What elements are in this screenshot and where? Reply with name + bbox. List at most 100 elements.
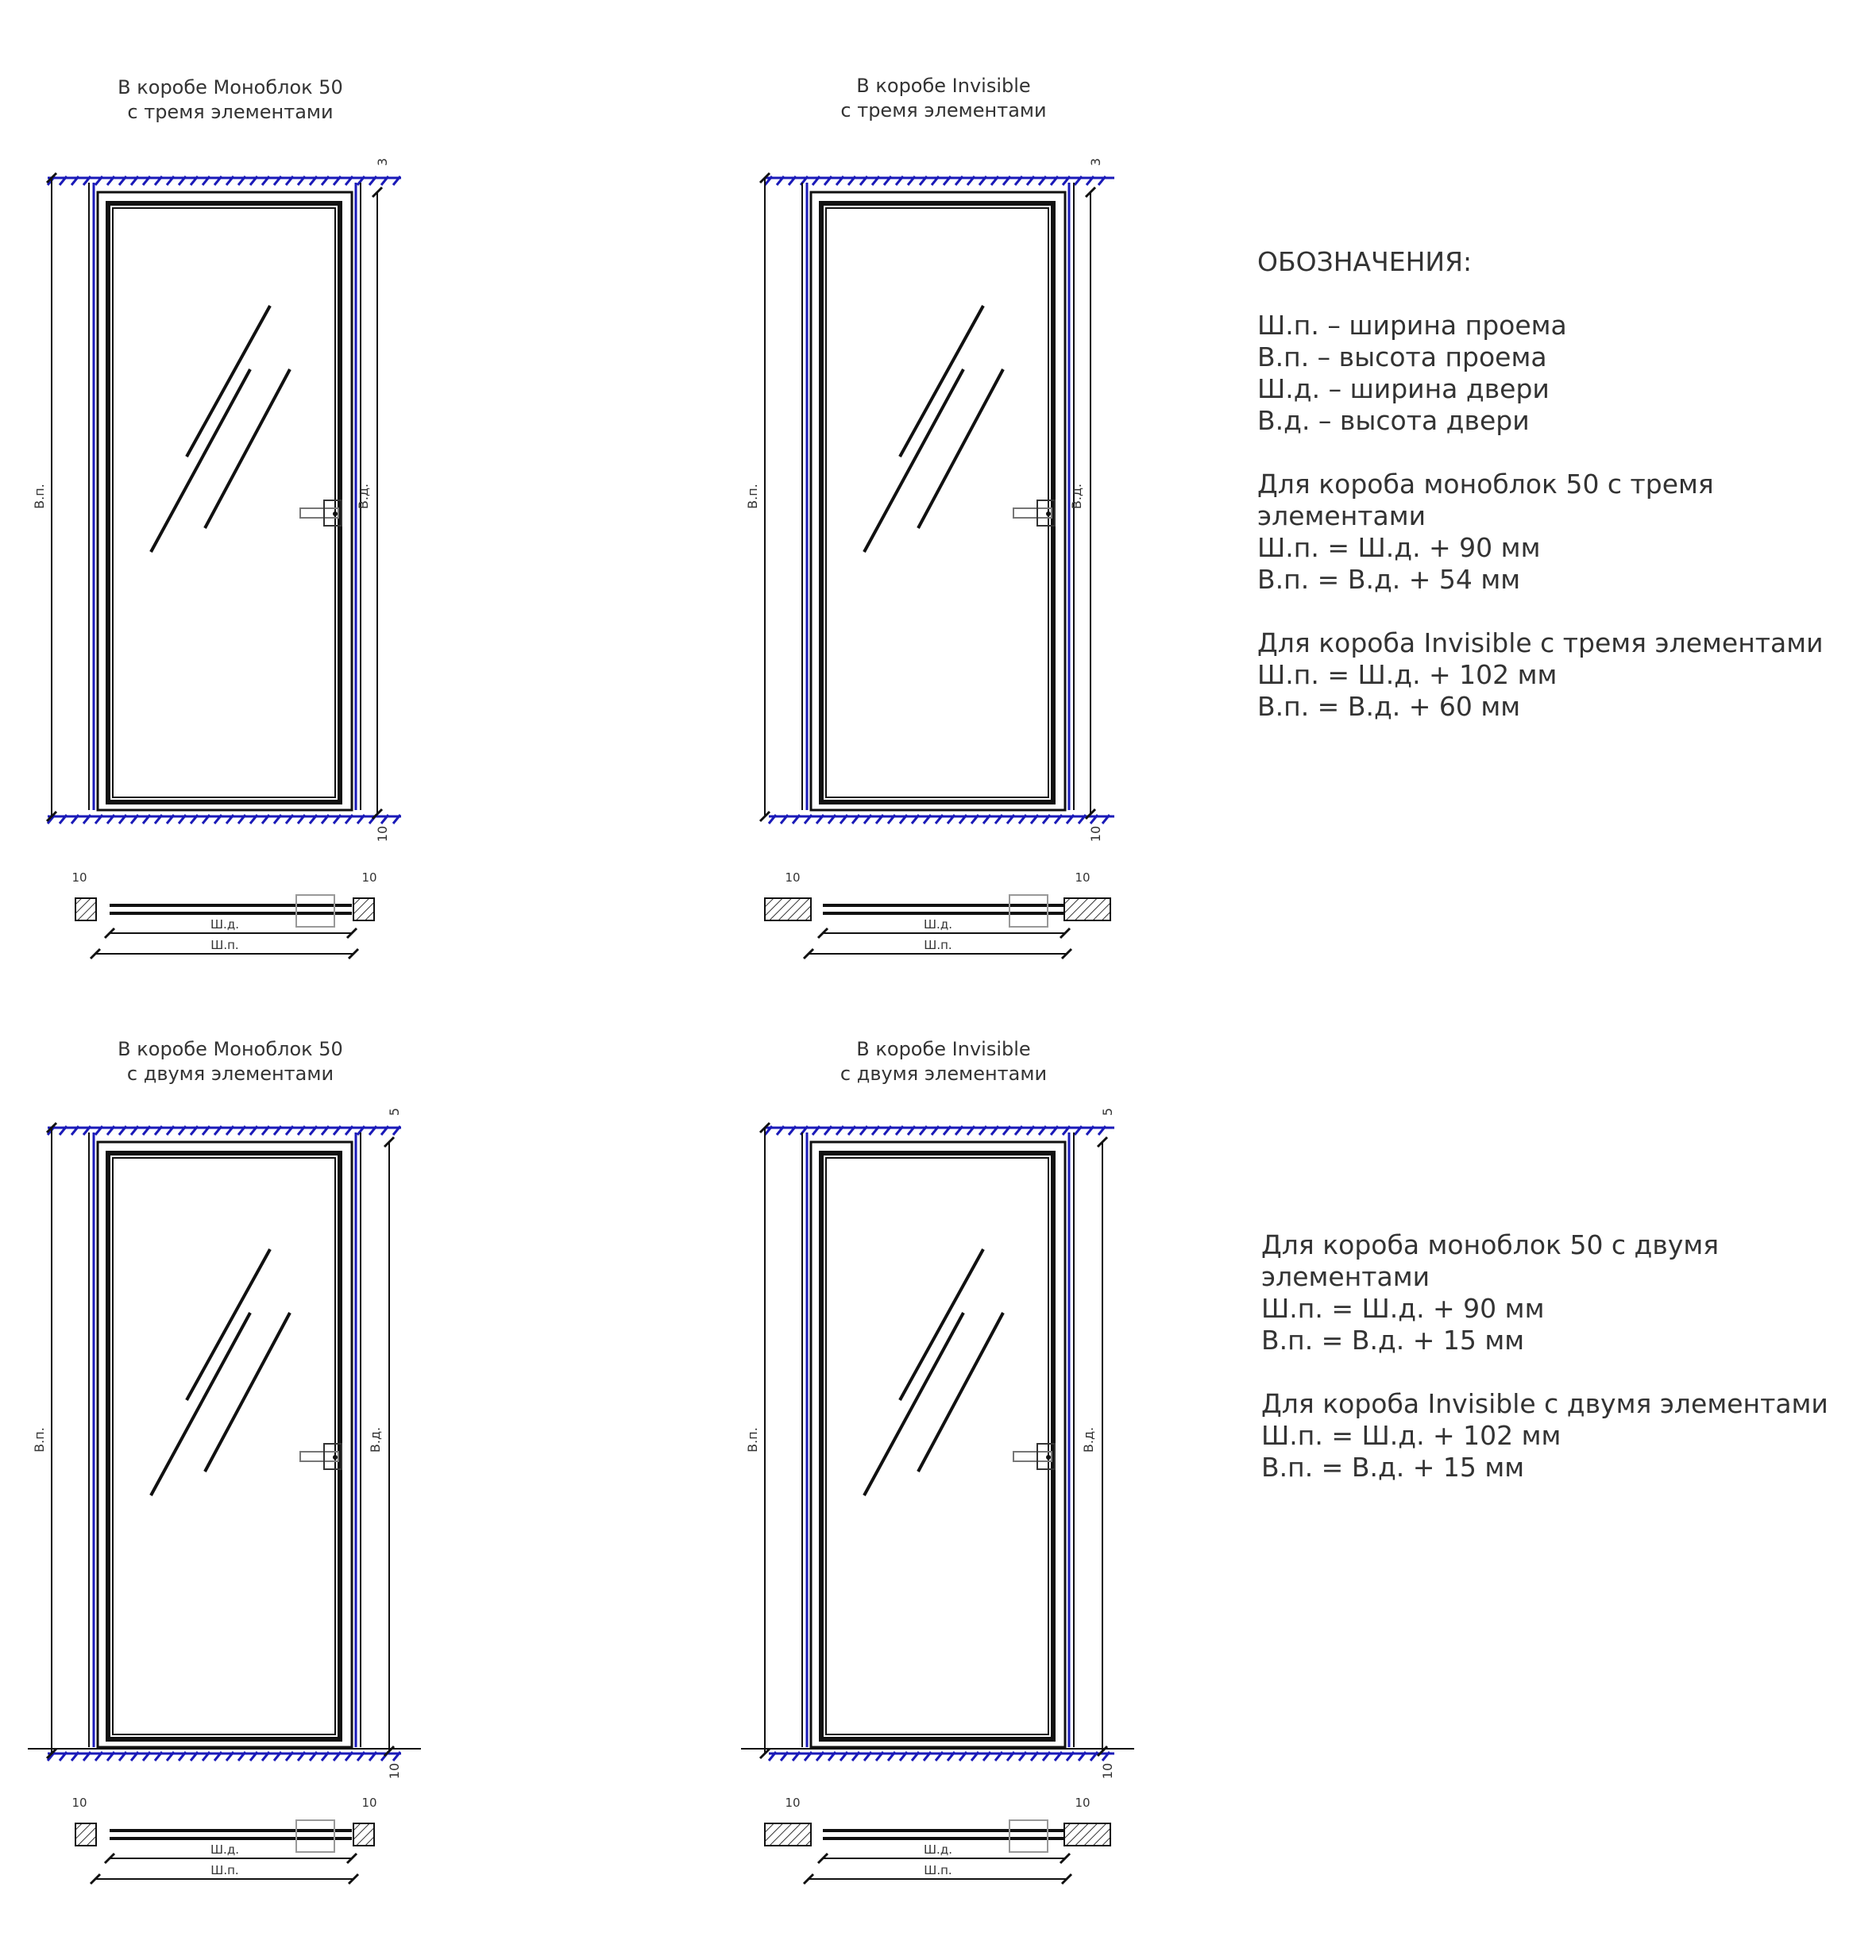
dim-tick bbox=[759, 810, 771, 823]
glass-reflection bbox=[185, 305, 272, 457]
glass-reflection bbox=[185, 1248, 272, 1401]
wall-hatch bbox=[763, 176, 1114, 186]
formula-title-inv3: Для короба Invisible с тремя элементами bbox=[1257, 627, 1824, 658]
legend-item: Ш.д. – ширина двери bbox=[1257, 373, 1550, 404]
plan-wall-right bbox=[353, 1823, 375, 1846]
plan-handle bbox=[295, 894, 335, 928]
dim-side-left: 10 bbox=[785, 870, 800, 885]
dim-tick bbox=[371, 808, 384, 820]
dim-bottom-value: 10 bbox=[387, 1763, 402, 1779]
dim-side-right: 10 bbox=[361, 870, 376, 885]
dim-side-left: 10 bbox=[71, 1796, 87, 1810]
label-vd: В.д. bbox=[368, 1427, 383, 1453]
door-casing bbox=[96, 191, 353, 812]
glass-reflection bbox=[917, 368, 1005, 529]
dim-tick bbox=[816, 927, 829, 939]
panel-title: В коробе Invisible bbox=[856, 1038, 1030, 1060]
panel-title: В коробе Invisible bbox=[856, 75, 1030, 97]
dim-tick bbox=[1096, 1136, 1109, 1148]
wall-hatch bbox=[46, 814, 402, 824]
legend-item: В.п. – высота проема bbox=[1257, 341, 1547, 372]
dim-tick bbox=[1060, 1873, 1073, 1885]
plan-handle bbox=[1009, 1819, 1048, 1853]
dim-tick bbox=[816, 1852, 829, 1865]
door-leaf bbox=[819, 1151, 1056, 1742]
dim-tick bbox=[1096, 1745, 1109, 1757]
glass-reflection bbox=[203, 368, 291, 529]
wall-hatch bbox=[46, 176, 402, 186]
glass-pane bbox=[825, 1157, 1049, 1735]
wall-hatch bbox=[763, 1125, 1114, 1136]
dim-side-left: 10 bbox=[71, 870, 87, 885]
legend-block: ОБОЗНАЧЕНИЯ: Ш.п. – ширина проема В.п. –… bbox=[1257, 246, 1861, 723]
handle-lever bbox=[299, 507, 339, 519]
dim-tick bbox=[347, 947, 360, 960]
panel-subtitle: с тремя элементами bbox=[840, 99, 1046, 122]
formula-title-mono3: Для короба моноблок 50 с тремя элементам… bbox=[1257, 469, 1714, 531]
dim-tick bbox=[371, 186, 384, 199]
label-shp: Ш.п. bbox=[924, 1863, 952, 1877]
dim-bottom-value: 10 bbox=[1088, 826, 1103, 842]
dim-tick bbox=[345, 927, 358, 939]
handle-lever bbox=[1013, 1451, 1052, 1462]
handle-dot bbox=[333, 511, 338, 516]
door-leaf bbox=[819, 201, 1056, 804]
label-shp: Ш.п. bbox=[924, 938, 952, 952]
glass-pane bbox=[112, 1157, 336, 1735]
legend-item: В.д. – высота двери bbox=[1257, 405, 1530, 436]
dim-tick bbox=[45, 810, 58, 823]
glass-pane bbox=[825, 207, 1049, 798]
formula-title-mono2: Для короба моноблок 50 с двумя элементам… bbox=[1261, 1229, 1720, 1292]
plan-wall-right bbox=[353, 897, 375, 921]
handle-rose bbox=[1036, 1443, 1056, 1470]
dim-tick bbox=[45, 1747, 58, 1760]
plan-handle bbox=[295, 1819, 335, 1853]
handle-dot bbox=[1046, 511, 1051, 516]
dim-side-left: 10 bbox=[785, 1796, 800, 1810]
plan-wall-right bbox=[1063, 897, 1111, 921]
dim-tick bbox=[1059, 1852, 1071, 1865]
dim-tick bbox=[1084, 186, 1097, 199]
dim-tick bbox=[345, 1852, 358, 1865]
dim-tick bbox=[759, 1121, 771, 1134]
handle-dot bbox=[333, 1455, 338, 1460]
door-leaf bbox=[106, 1151, 342, 1742]
legend-heading: ОБОЗНАЧЕНИЯ: bbox=[1257, 246, 1473, 277]
plan-handle bbox=[1009, 894, 1048, 928]
formula-width-inv3: Ш.п. = Ш.д. + 102 мм bbox=[1257, 659, 1558, 690]
dim-tick bbox=[759, 172, 771, 184]
door-panel: В коробе Моноблок 50с тремя элементамиВ.… bbox=[32, 76, 402, 960]
label-shd: Ш.д. bbox=[924, 917, 952, 932]
dim-tick bbox=[1059, 927, 1071, 939]
wall-hatch bbox=[767, 1751, 1114, 1761]
dim-tick bbox=[89, 947, 102, 960]
plan-wall-left bbox=[764, 897, 812, 921]
formula-width-mono3: Ш.п. = Ш.д. + 90 мм bbox=[1257, 532, 1541, 563]
dim-tick bbox=[45, 172, 58, 184]
glass-reflection bbox=[863, 1312, 965, 1496]
dim-tick bbox=[759, 1747, 771, 1760]
formula-width-mono2: Ш.п. = Ш.д. + 90 мм bbox=[1261, 1293, 1545, 1324]
label-vp: В.п. bbox=[745, 1427, 760, 1453]
panel-subtitle: с двумя элементами bbox=[840, 1063, 1047, 1085]
label-vp: В.п. bbox=[32, 1427, 47, 1453]
dim-bottom-value: 10 bbox=[1100, 1763, 1115, 1779]
dim-tick bbox=[45, 1121, 58, 1134]
dim-tick bbox=[802, 947, 815, 960]
glass-reflection bbox=[898, 305, 985, 457]
panel-subtitle: с тремя элементами bbox=[127, 101, 333, 123]
wall-hatch bbox=[46, 1125, 402, 1136]
dim-tick bbox=[383, 1745, 396, 1757]
dim-tick bbox=[89, 1873, 102, 1885]
plan-wall-left bbox=[764, 1823, 812, 1846]
handle-lever bbox=[299, 1451, 339, 1462]
panel-subtitle: с двумя элементами bbox=[127, 1063, 334, 1085]
formula-height-inv3: В.п. = В.д. + 60 мм bbox=[1257, 691, 1521, 722]
dim-tick bbox=[103, 1852, 116, 1865]
label-vp: В.п. bbox=[32, 484, 47, 509]
label-vd: В.д. bbox=[1081, 1427, 1096, 1453]
label-vd: В.д. bbox=[356, 484, 371, 509]
dim-side-right: 10 bbox=[1075, 1796, 1090, 1810]
dim-top-value: 3 bbox=[375, 158, 390, 166]
